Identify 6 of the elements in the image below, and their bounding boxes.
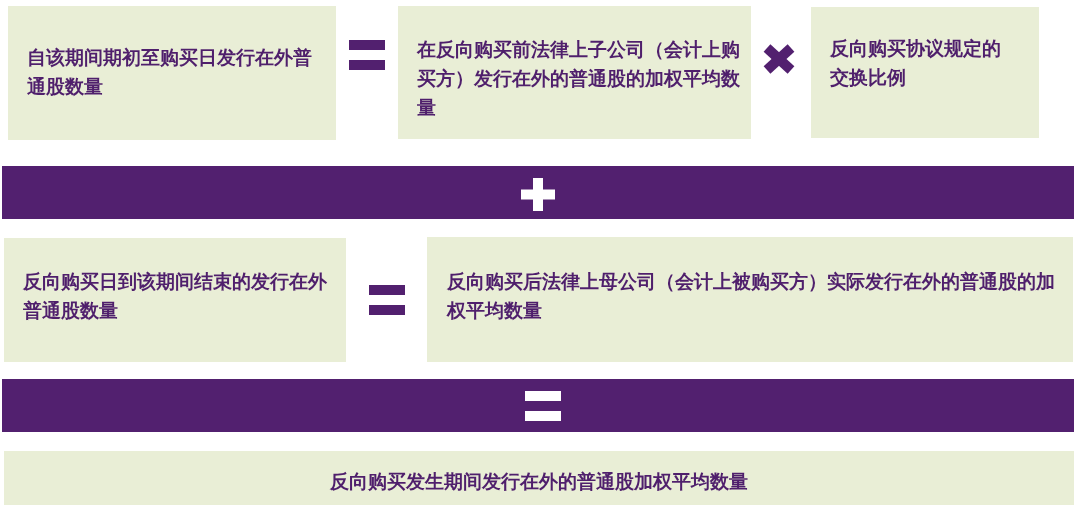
term-box: 反向购买发生期间发行在外的普通股加权平均数量 bbox=[4, 451, 1074, 505]
term-box: 反向购买后法律上母公司（会计上被购买方）实际发行在外的普通股的加权平均数量 bbox=[427, 237, 1073, 362]
term-box: 反向购买协议规定的交换比例 bbox=[811, 7, 1039, 138]
term-box: 反向购买日到该期间结束的发行在外普通股数量 bbox=[4, 238, 346, 362]
term-box: 在反向购买前法律上子公司（会计上购买方）发行在外的普通股的加权平均数量 bbox=[398, 6, 751, 139]
term-box: 自该期间期初至购买日发行在外普通股数量 bbox=[8, 6, 336, 140]
